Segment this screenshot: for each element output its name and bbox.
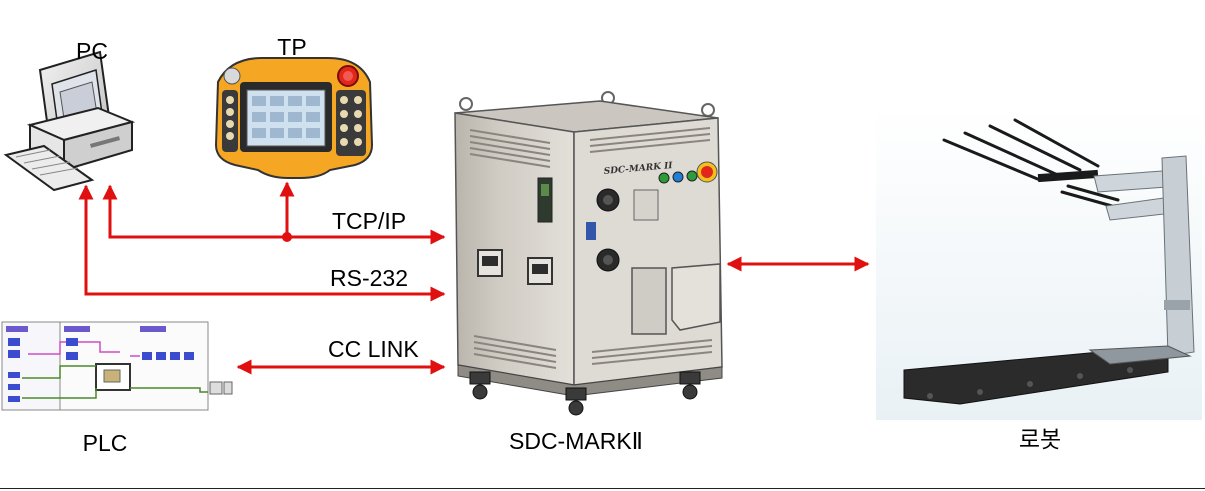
controller-label: SDC-MARKⅡ xyxy=(509,428,643,454)
plc-label: PLC xyxy=(82,430,128,456)
robot-label: 로봇 xyxy=(1018,426,1062,452)
bottom-divider xyxy=(0,488,1205,489)
rs232-label: RS-232 xyxy=(330,265,408,291)
tp-illustration xyxy=(214,57,374,179)
tcpip-junction-dot xyxy=(282,232,292,242)
controller-illustration: SDC-MARK II xyxy=(454,91,723,416)
pc-label: PC xyxy=(76,38,108,64)
tp-label: TP xyxy=(277,34,307,60)
robot-illustration xyxy=(876,108,1202,420)
rs232-link xyxy=(78,184,446,302)
cclink-label: CC LINK xyxy=(328,336,419,362)
connection-lines xyxy=(78,181,870,375)
tcpip-label: TCP/IP xyxy=(332,208,407,234)
plc-illustration xyxy=(1,321,233,411)
pc-illustration xyxy=(3,50,136,192)
